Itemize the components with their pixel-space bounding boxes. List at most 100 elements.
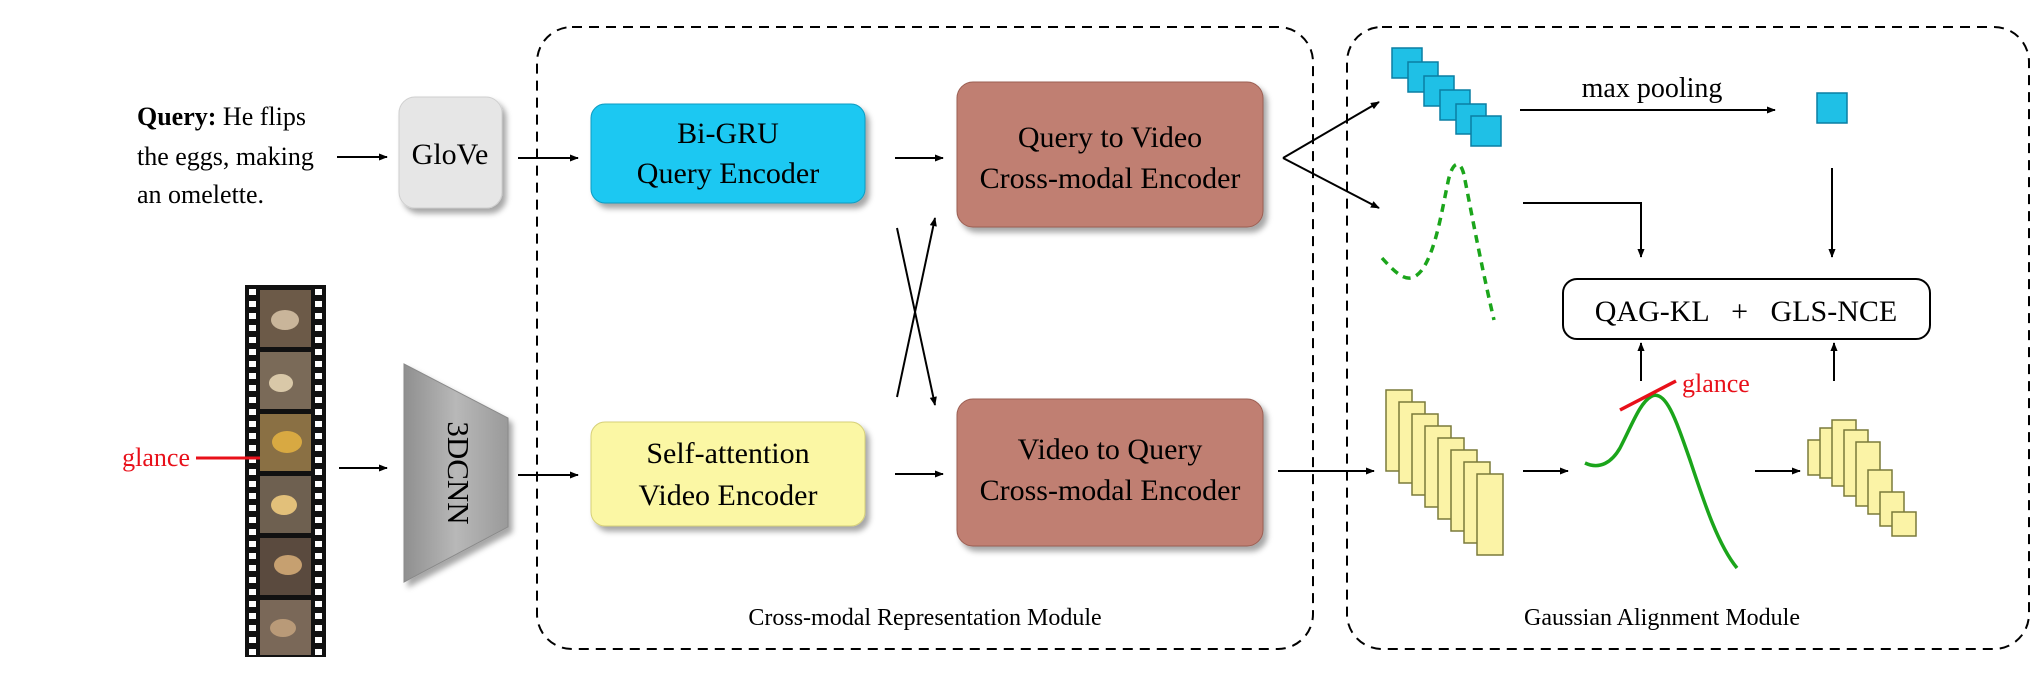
sprocket-hole (249, 529, 256, 535)
sprocket-hole (249, 433, 256, 439)
arrow-cross-up (896, 217, 937, 398)
sprocket-hole (249, 373, 256, 379)
sprocket-hole (249, 625, 256, 631)
sprocket-hole (249, 469, 256, 475)
sprocket-hole (315, 385, 322, 391)
sprocket-hole (249, 649, 256, 655)
gaussian-module-frame (1346, 26, 2030, 650)
glance-label-right: glance (1682, 369, 1750, 398)
sprocket-hole (249, 613, 256, 619)
sprocket-hole (249, 313, 256, 319)
sprocket-hole (249, 517, 256, 523)
sprocket-hole (315, 337, 322, 343)
cross-modal-module-frame (536, 26, 1314, 650)
weighted-video-feature-stack (1807, 419, 1917, 537)
sprocket-hole (315, 325, 322, 331)
loss-box: QAG-KL + GLS-NCE (1562, 278, 1931, 340)
glance-gaussian-curve (1584, 393, 1739, 570)
sprocket-hole (249, 397, 256, 403)
sprocket-hole (249, 325, 256, 331)
3dcnn-label: 3DCNN (441, 421, 476, 524)
sprocket-hole (249, 361, 256, 367)
arrow-q2v-to-query-features (1282, 101, 1380, 159)
glove-block: GloVe (398, 96, 503, 209)
sprocket-hole (315, 517, 322, 523)
sprocket-hole (249, 541, 256, 547)
sprocket-hole (249, 289, 256, 295)
sprocket-hole (249, 457, 256, 463)
film-sprockets-right (315, 289, 322, 655)
sprocket-hole (315, 373, 322, 379)
sprocket-hole (249, 553, 256, 559)
sprocket-hole (315, 313, 322, 319)
query-feature-stack (1391, 47, 1502, 147)
video-film-strip (245, 285, 326, 657)
query-to-video-encoder: Query to Video Cross-modal Encoder (956, 81, 1264, 228)
sprocket-hole (315, 445, 322, 451)
sprocket-hole (315, 421, 322, 427)
sprocket-hole (315, 649, 322, 655)
sprocket-hole (249, 565, 256, 571)
sprocket-hole (315, 349, 322, 355)
sprocket-hole (315, 613, 322, 619)
pooled-query-feature (1816, 92, 1848, 124)
query-text: Query: He flips the eggs, making an omel… (137, 102, 314, 209)
query-line-3: an omelette. (137, 180, 264, 209)
sprocket-hole (315, 301, 322, 307)
v2q-label-1: Video to Query (1018, 433, 1203, 466)
sprocket-hole (315, 637, 322, 643)
sprocket-hole (249, 301, 256, 307)
sprocket-hole (249, 445, 256, 451)
bigru-label-2: Query Encoder (637, 157, 819, 190)
sprocket-hole (249, 505, 256, 511)
self-attention-label-1: Self-attention (646, 437, 809, 470)
arrow-cross-down (896, 227, 937, 406)
3dcnn-block: 3DCNN (403, 363, 509, 583)
sprocket-hole (249, 409, 256, 415)
sprocket-hole (315, 361, 322, 367)
sprocket-hole (315, 505, 322, 511)
bigru-query-encoder: Bi-GRU Query Encoder (590, 103, 866, 204)
query-line-1: He flips (223, 102, 306, 131)
sprocket-hole (315, 493, 322, 499)
film-frames (260, 290, 311, 655)
sprocket-hole (249, 421, 256, 427)
sprocket-hole (315, 469, 322, 475)
sprocket-hole (249, 385, 256, 391)
arrow-gaussian-to-qag-kl (1523, 202, 1645, 258)
self-attention-label-2: Video Encoder (639, 479, 818, 512)
video-feature-stack (1385, 389, 1504, 556)
sprocket-hole (249, 481, 256, 487)
film-sprockets-left (249, 289, 256, 655)
query-label: Query: (137, 102, 216, 131)
q2v-label-1: Query to Video (1018, 121, 1202, 154)
loss-label: QAG-KL + GLS-NCE (1595, 295, 1897, 328)
sprocket-hole (249, 589, 256, 595)
sprocket-hole (315, 289, 322, 295)
q2v-label-2: Cross-modal Encoder (980, 162, 1241, 195)
sprocket-hole (315, 433, 322, 439)
cross-modal-module-label: Cross-modal Representation Module (748, 605, 1101, 631)
sprocket-hole (249, 577, 256, 583)
self-attention-video-encoder: Self-attention Video Encoder (590, 421, 866, 527)
sprocket-hole (249, 337, 256, 343)
query-line-2: the eggs, making (137, 142, 314, 171)
max-pooling-label: max pooling (1582, 73, 1723, 104)
sprocket-hole (315, 409, 322, 415)
predicted-gaussian-curve (1380, 162, 1496, 321)
svg-text:Query: He flips: Query: He flips (137, 102, 306, 131)
sprocket-hole (315, 577, 322, 583)
sprocket-hole (249, 349, 256, 355)
arrow-q2v-to-predicted-gaussian (1282, 157, 1380, 209)
sprocket-hole (315, 481, 322, 487)
sprocket-hole (315, 565, 322, 571)
sprocket-hole (249, 493, 256, 499)
glance-label-left: glance (122, 443, 190, 472)
v2q-label-2: Cross-modal Encoder (980, 474, 1241, 507)
glove-label: GloVe (412, 138, 489, 171)
sprocket-hole (315, 601, 322, 607)
bigru-label-1: Bi-GRU (677, 117, 779, 150)
sprocket-hole (315, 589, 322, 595)
glance-marker-right (1619, 379, 1677, 412)
gaussian-module-label: Gaussian Alignment Module (1524, 605, 1800, 631)
